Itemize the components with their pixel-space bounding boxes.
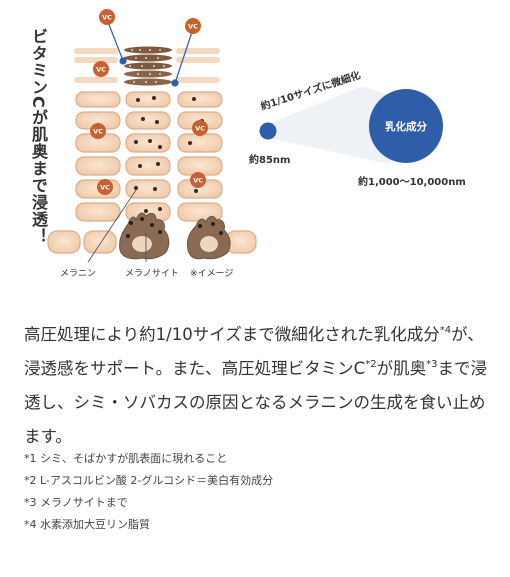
large-size-label: 約1,000〜10,000nm — [358, 175, 466, 188]
emulsion-circle — [369, 89, 443, 163]
stratum-corneum — [74, 46, 220, 86]
vc-badge-text: VC — [96, 66, 106, 74]
footnote-4: *4 水素添加大豆リン脂質 — [24, 518, 150, 531]
emulsion-circle-text: 乳化成分 — [385, 120, 427, 133]
size-comparison: 約1/10サイズに微細化 約85nm 約1,000〜10,000nm 乳化成分 — [249, 68, 466, 188]
description-paragraph: 高圧処理により約1/10サイズまで微細化された乳化成分*4が、浸透感をサポート。… — [24, 318, 494, 454]
melanocyte-shapes — [119, 212, 231, 260]
melanin-dots — [134, 96, 204, 213]
para-seg-3: が肌奥 — [376, 359, 427, 378]
para-seg-2: が、浸透感をサポート。また、高圧処理ビタミンC — [24, 325, 484, 378]
vc-arrows — [107, 21, 193, 87]
skin-cells — [47, 91, 257, 254]
vc-badge-text: VC — [102, 14, 112, 22]
label-image-note: ※イメージ — [190, 269, 233, 279]
footnote-ref-3: *3 — [426, 359, 438, 370]
vc-badge-text: VC — [193, 177, 203, 185]
footnote-ref-2: *2 — [365, 359, 377, 370]
footnote-ref-4: *4 — [439, 325, 452, 336]
small-particle-circle — [259, 122, 277, 140]
vertical-heading: ビタミンCが肌奥まで浸透！ — [29, 28, 48, 245]
label-melanin: メラニン — [60, 268, 96, 279]
para-seg-1: 高圧処理により約1/10サイズまで微細化された乳化成分 — [24, 325, 440, 344]
footnote-2: *2 L-アスコルビン酸 2-グルコシド＝美白有効成分 — [24, 474, 274, 487]
skin-illustration: ビタミンCが肌奥まで浸透！ — [29, 9, 466, 279]
melanin-leader-line — [87, 189, 137, 263]
vc-badge-text: VC — [195, 125, 205, 133]
footnotes: *1 シミ、そばかすが肌表面に現れること *2 L-アスコルビン酸 2-グルコシ… — [24, 448, 494, 536]
vc-badge-text: VC — [93, 128, 103, 136]
footnote-3: *3 メラノサイトまで — [24, 496, 128, 509]
label-melanocyte: メラノサイト — [125, 268, 179, 279]
illustration-svg: VC VC VC VC VC VC VC メラニン メラノサイト ※イメージ 約… — [47, 9, 466, 279]
vc-badge-text: VC — [188, 23, 198, 31]
para-seg-4: まで浸透し、シミ・ソバカスの原因となるメラニンの生成を食い止めます。 — [24, 359, 487, 446]
small-size-label: 約85nm — [249, 153, 290, 166]
footnote-1: *1 シミ、そばかすが肌表面に現れること — [24, 452, 228, 465]
vc-badge-text: VC — [100, 184, 110, 192]
vc-badges — [90, 9, 208, 195]
